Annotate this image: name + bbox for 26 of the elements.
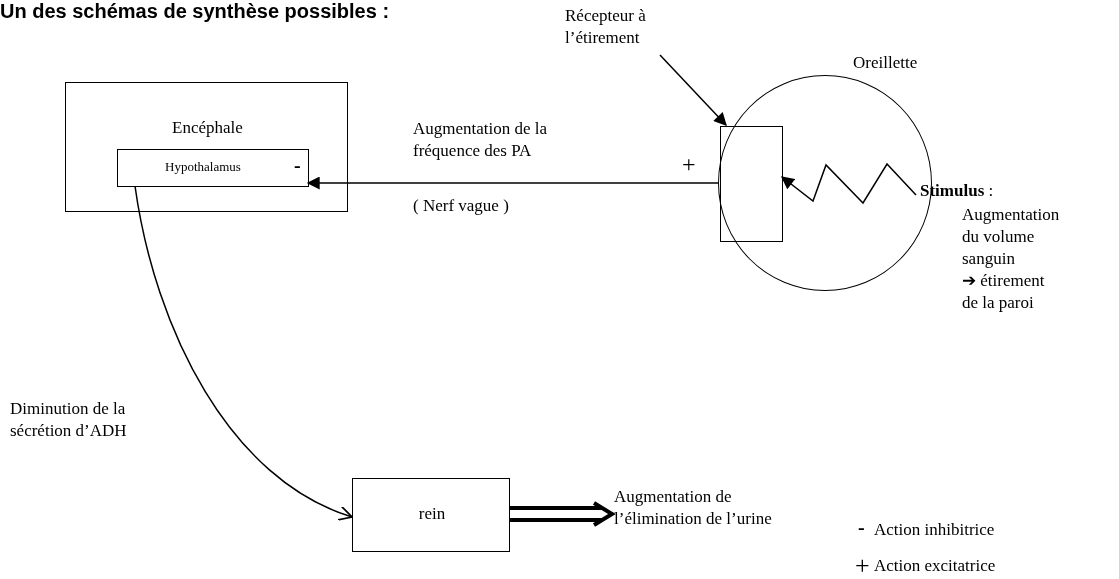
node-text: Augmentation du volume sanguin (962, 204, 1061, 271)
node-label: Encéphale (171, 117, 244, 139)
sign-symbol: - (858, 515, 865, 539)
arrow (780, 162, 917, 205)
kidney-box (352, 478, 510, 552)
arrow (306, 176, 720, 190)
node-label: Récepteur à l’étirement (565, 5, 647, 50)
node-label: Stimulus : (920, 180, 995, 202)
node-label: Hypothalamus (164, 159, 242, 176)
note-label: Action inhibitrice (874, 520, 995, 541)
arrow (508, 501, 616, 527)
node-label: rein (417, 503, 447, 525)
node-text: ➔ étirement de la paroi (962, 270, 1046, 315)
arrow (659, 54, 727, 126)
hypothalamus-box (117, 149, 309, 187)
node-label: Augmentation de l’élimination de l’urine (614, 486, 773, 531)
title: Un des schémas de synthèse possibles : (0, 0, 390, 23)
receptor-box (720, 126, 783, 242)
sign-symbol: + (682, 150, 696, 179)
node-label: Oreillette (853, 52, 919, 74)
sign-symbol: - (294, 153, 301, 177)
note-label: Action excitatrice (874, 556, 996, 577)
sign-symbol: + (855, 550, 870, 579)
arrow (134, 185, 353, 520)
note-label: ( Nerf vague ) (413, 196, 509, 217)
brain-box (65, 82, 348, 212)
